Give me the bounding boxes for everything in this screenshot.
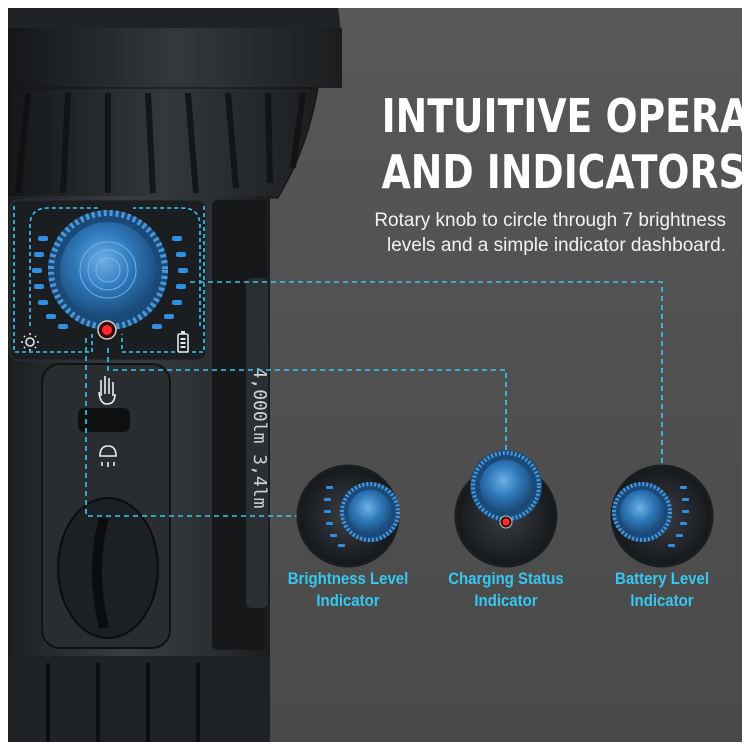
lamp-icon	[99, 445, 117, 467]
battery-icon	[177, 331, 189, 353]
description-line-2: levels and a simple indicator dashboard.	[386, 235, 726, 256]
brightness-label-line-1: Brightness Level	[287, 569, 409, 588]
brightness-level-label: Brightness Level Indicator	[286, 568, 409, 612]
headline-line-1: INTUITIVE OPERATION	[381, 89, 742, 143]
sun-icon	[21, 333, 39, 351]
battery-label-line-1: Battery Level	[615, 569, 709, 588]
product-image: 4,000lm 3,4lm	[8, 8, 742, 742]
battery-level-label: Battery Level Indicator	[600, 568, 723, 612]
brightness-inset	[296, 464, 400, 568]
description-line-1: Rotary knob to circle through 7 brightne…	[374, 210, 726, 231]
charging-status-label: Charging Status Indicator	[444, 568, 567, 612]
headline: INTUITIVE OPERATION AND INDICATORS	[381, 88, 742, 200]
description: Rotary knob to circle through 7 brightne…	[266, 208, 726, 258]
side-engraving: 4,000lm 3,4lm	[249, 368, 270, 509]
battery-label-line-2: Indicator	[630, 591, 694, 610]
charging-label-line-2: Indicator	[474, 591, 538, 610]
brightness-label-line-2: Indicator	[316, 591, 380, 610]
battery-inset	[610, 464, 714, 568]
charging-label-line-1: Charging Status	[448, 569, 564, 588]
charging-inset	[454, 450, 558, 568]
headline-line-2: AND INDICATORS	[381, 145, 742, 199]
charging-led	[102, 325, 112, 335]
hand-icon	[98, 376, 116, 405]
flashlight-illustration: 4,000lm 3,4lm	[8, 8, 714, 742]
